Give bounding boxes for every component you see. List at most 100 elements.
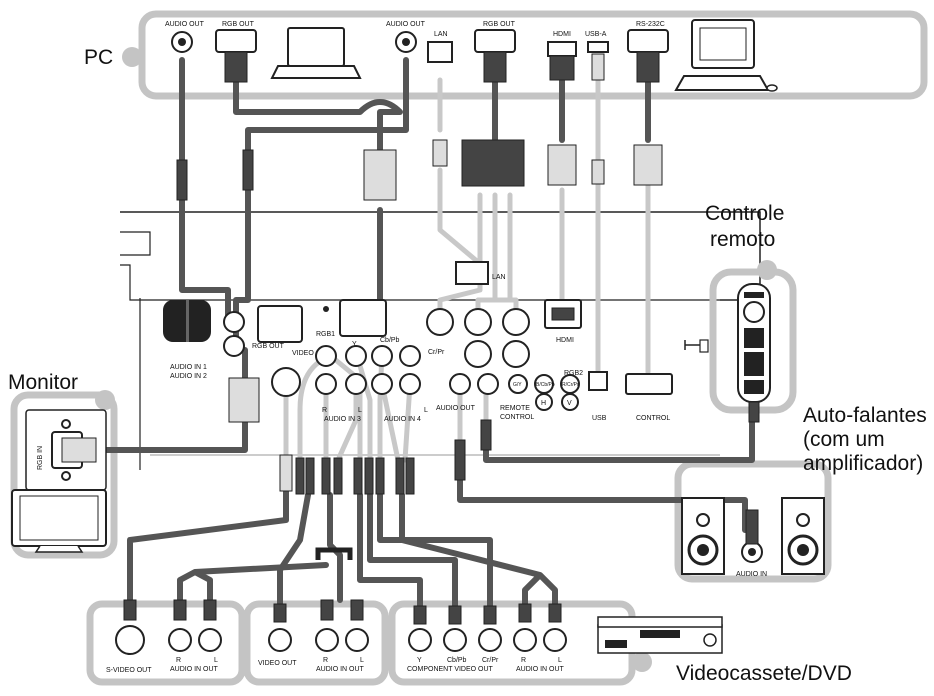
h-label: H xyxy=(541,400,546,407)
pc-rgb-out-2-label: RGB OUT xyxy=(483,21,516,28)
kensington-lock-icon xyxy=(699,339,709,353)
audio-in-1-label: AUDIO IN 1 xyxy=(170,364,207,371)
b-cb-label: B/Cb/Pb xyxy=(536,382,555,388)
audio-in-3-r-label: R xyxy=(322,407,327,414)
projector-panel: LAN AUDIO IN 1 AUDIO IN 2 RGB OUT RGB1 V… xyxy=(170,261,673,423)
cb-pb-label: Cb/Pb xyxy=(380,337,400,344)
pc-usb-a-label: USB-A xyxy=(585,31,607,38)
video-port xyxy=(315,345,337,367)
vcr-box-svideo xyxy=(86,600,246,686)
audio-in-4-label: AUDIO IN 4 xyxy=(384,416,421,423)
cable-component xyxy=(357,492,493,618)
audio-in-2-jack xyxy=(223,335,245,357)
y-label: Y xyxy=(352,341,357,348)
projector-body xyxy=(120,211,761,470)
pc-lan-port xyxy=(427,41,453,63)
rgb2-h-ring xyxy=(535,393,553,411)
cable-svideo xyxy=(127,487,289,608)
pc-rgb-out-1-label: RGB OUT xyxy=(222,21,255,28)
cable-audio-out xyxy=(457,477,748,533)
audio-in-3-r-port xyxy=(315,373,337,395)
remote-plug xyxy=(480,419,492,451)
cable-audio-pc-2 xyxy=(233,57,409,348)
y-splitter xyxy=(315,547,353,560)
speaker-audio-plug xyxy=(745,509,759,545)
audio-plug-1 xyxy=(176,159,188,201)
pc-rs232c-label: RS-232C xyxy=(636,21,665,28)
pc-usb-a-plug xyxy=(591,53,605,81)
vcr-box-video xyxy=(243,600,389,686)
pc-devices: AUDIO OUT RGB OUT AUDIO OUT LAN RGB OUT … xyxy=(165,19,778,92)
monitor-box xyxy=(10,391,118,559)
cables xyxy=(92,57,755,618)
rgb1-label: RGB1 xyxy=(316,331,335,338)
vcr-s-video-out-label: S-VIDEO OUT xyxy=(106,667,152,674)
remote-control-label-2: CONTROL xyxy=(500,414,534,421)
vcr-audio3-label: AUDIO IN OUT xyxy=(516,666,565,673)
vcr-player-icon xyxy=(597,616,723,654)
remote-label-line2: remoto xyxy=(710,228,775,251)
cable-audio-in-4-top xyxy=(379,381,413,463)
rgb-out-label: RGB OUT xyxy=(252,343,285,350)
lower-plugs xyxy=(228,377,492,560)
rgb-out-port xyxy=(257,305,303,343)
cb-pb-port xyxy=(371,345,393,367)
component-plug-bundle xyxy=(461,139,525,187)
vcr-audio1-l-port xyxy=(198,628,222,652)
pc-rs232c-plug xyxy=(636,51,660,83)
pc-box xyxy=(138,10,928,100)
laptop-icon xyxy=(270,27,362,79)
rgb1-port xyxy=(339,299,387,337)
projector-lan-label: LAN xyxy=(492,274,506,281)
speakers-label-line2: (com um xyxy=(803,428,885,451)
video-plug xyxy=(295,457,305,495)
control-port xyxy=(625,373,673,395)
remote-box-connector-dot xyxy=(757,260,777,280)
speakers-device: AUDIO IN xyxy=(681,497,825,578)
speaker-audio-in-label: AUDIO IN xyxy=(736,571,767,578)
usb-port xyxy=(588,371,608,391)
control-label: CONTROL xyxy=(636,415,670,422)
remote-control-port xyxy=(477,373,499,395)
intermediate-plugs xyxy=(176,139,663,201)
rgb2-g-y-ring xyxy=(508,374,528,394)
component-cb-plug xyxy=(364,457,374,495)
vcr-label: Videocassete/DVD xyxy=(676,662,852,685)
audio-out-label: AUDIO OUT xyxy=(436,405,476,412)
speakers-label-line3: amplificador) xyxy=(803,452,923,475)
audio-in-3-label: AUDIO IN 3 xyxy=(324,416,361,423)
component-y-plug xyxy=(353,457,363,495)
vcr-audio1-r-port xyxy=(168,628,192,652)
rgb2-g-y-bnc xyxy=(426,308,454,336)
pc-rs232c-port xyxy=(627,29,669,53)
monitor-device: RGB IN xyxy=(11,409,107,553)
vcr-component-cb-label: Cb/Pb xyxy=(447,657,467,664)
remote-control-device xyxy=(737,283,771,423)
audio-in-4-r-port xyxy=(371,373,393,395)
hdmi-label: HDMI xyxy=(556,337,574,344)
audio4-l-plug xyxy=(405,457,415,495)
monitor-label: Monitor xyxy=(8,371,78,394)
monitor-rgb-in-label: RGB IN xyxy=(37,446,44,470)
pc-box-connector-dot xyxy=(122,47,142,67)
cr-pr-label: Cr/Pr xyxy=(428,349,445,356)
audio-in-4-l-label: L xyxy=(424,407,428,414)
pc-audio-out-2-label: AUDIO OUT xyxy=(386,21,426,28)
audio-plug-2 xyxy=(242,149,254,191)
pc-label: PC xyxy=(84,46,113,69)
vcr-s-video-out-port xyxy=(115,625,145,655)
vcr-box-connector-dot xyxy=(632,652,652,672)
audio-in-2-label: AUDIO IN 2 xyxy=(170,373,207,380)
usb-label: USB xyxy=(592,415,607,422)
pc-rgb-out-2-plug xyxy=(483,51,507,83)
cable-lan xyxy=(437,167,481,265)
vcr-audio3-l-port xyxy=(543,628,567,652)
rgb-plug-mid xyxy=(363,149,397,201)
audio-in-1-jack xyxy=(223,311,245,333)
rs232-plug-mid xyxy=(633,144,663,186)
remote-label-line1: Controle xyxy=(705,202,784,225)
monitor-rgb-plug xyxy=(61,437,97,463)
vcr-video-out-label: VIDEO OUT xyxy=(258,660,297,667)
